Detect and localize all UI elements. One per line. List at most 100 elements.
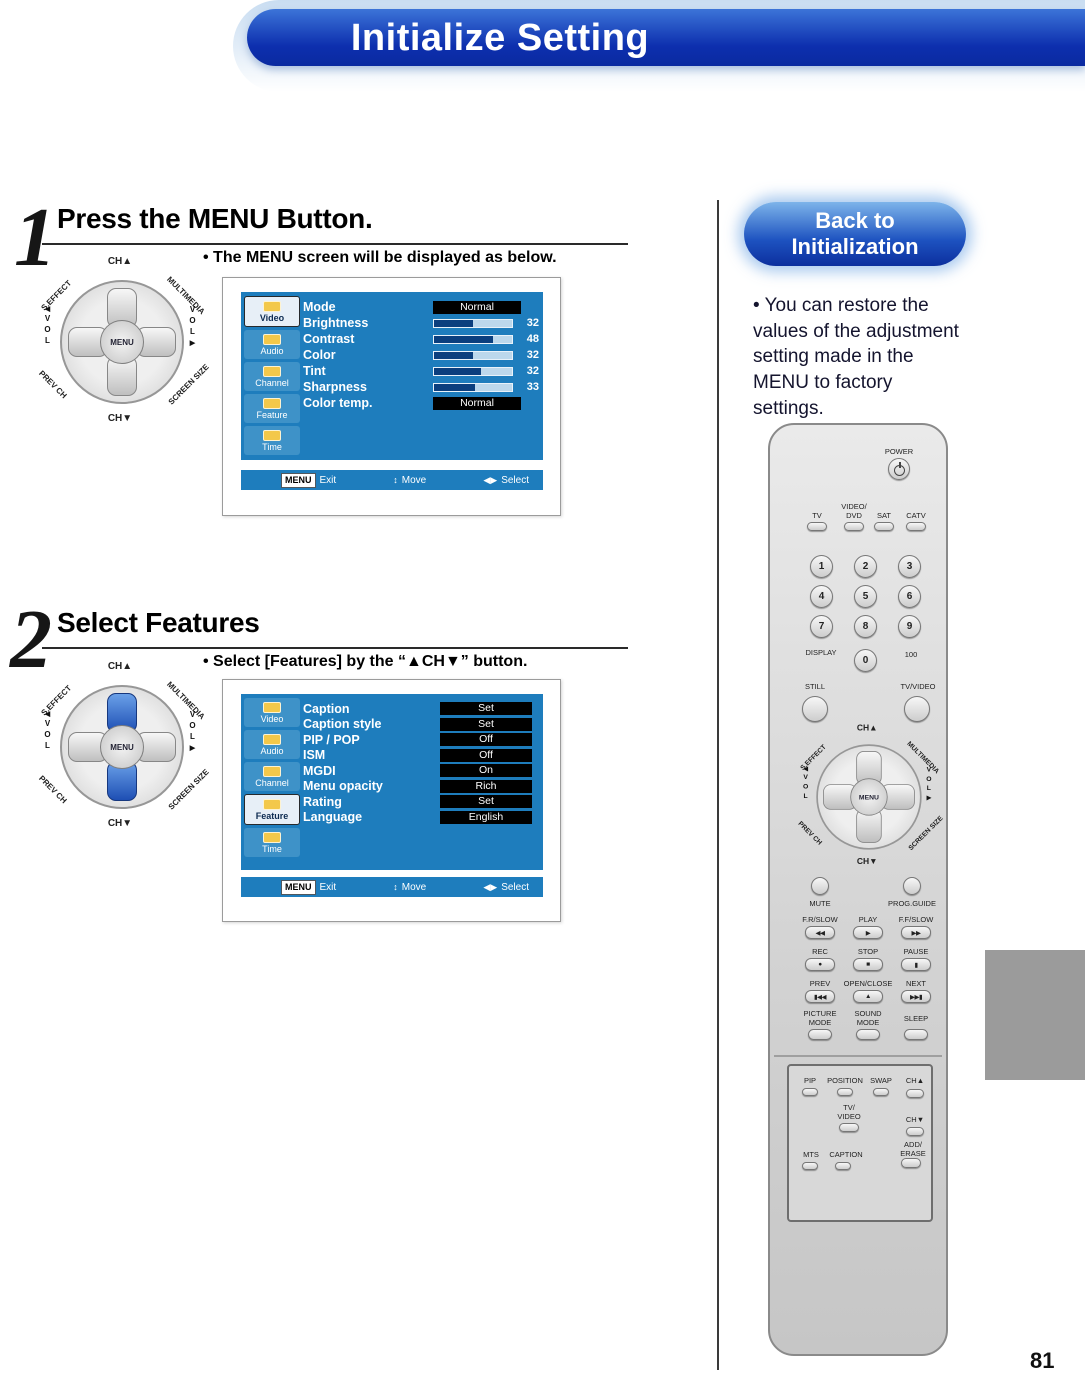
slider-fill (434, 351, 473, 359)
digit-5-button: 5 (854, 585, 877, 608)
dpad-illustration-1: CH▲ S.EFFECT MULTIMEDIA ◀VOL VOL▶ PREV C… (35, 255, 210, 425)
move-label: Move (401, 881, 427, 893)
prev-button: ▮◀◀ (805, 990, 835, 1003)
vol-right-label: VOL▶ (188, 710, 197, 752)
hundred-label: 100 (904, 650, 918, 659)
value-badge: Set (440, 702, 532, 716)
osd-sidebar: Video Audio Channel Feature Time (244, 296, 300, 458)
remote-seam (774, 1055, 942, 1057)
menu-row-sharpness: Sharpness 33 (303, 380, 539, 394)
vol-right-arrow-icon: ▶ (926, 795, 932, 802)
value-badge: Set (440, 795, 532, 809)
sidebar-item-channel: Channel (244, 762, 300, 791)
dpad-ring: MENU (816, 744, 922, 850)
picture-mode-button (808, 1029, 832, 1040)
move-icon: ↕ (393, 475, 398, 485)
sleep-button (904, 1029, 928, 1040)
back-to-initialization-badge: Back to Initialization (744, 202, 966, 266)
slider-track (433, 382, 513, 392)
play-label: PLAY (858, 915, 878, 924)
sidebar-item-feature: Feature (244, 794, 300, 825)
step2-rule (42, 647, 628, 649)
sound-mode-label: SOUND MODE (854, 1009, 882, 1027)
fr-slow-label: F.R/SLOW (802, 915, 838, 924)
open-close-label: OPEN/CLOSE (843, 979, 893, 988)
ch-down-label: CH▼ (856, 857, 878, 867)
still-button (802, 696, 828, 722)
vol-right-arrow-icon: ▶ (189, 340, 196, 347)
next-label: NEXT (905, 979, 926, 988)
power-button (888, 458, 910, 480)
select-label: Select (501, 881, 529, 893)
tv-video-label: TV/ VIDEO (837, 1103, 861, 1121)
video-dvd-label: VIDEO/ DVD (841, 502, 867, 520)
menu-row-color-temp: Color temp. Normal (303, 395, 539, 411)
prog-guide-button (903, 877, 921, 895)
sleep-label: SLEEP (903, 1014, 929, 1023)
remote-lower-panel: PIP POSITION SWAP CH▲ TV/ VIDEO CH▼ MTS … (787, 1064, 933, 1222)
vol-left-arrow-icon: ◀ (803, 766, 808, 773)
rewind-button: ◀◀ (805, 926, 835, 939)
osd-screen-feature: Video Audio Channel Feature Time Caption… (222, 679, 561, 922)
slider-track (433, 350, 513, 360)
exit-label: Exit (319, 881, 337, 893)
value-badge: English (440, 810, 532, 824)
ch-up-label: CH▲ (905, 1076, 925, 1085)
dpad-ring: MENU (60, 280, 184, 404)
slider-fill (434, 319, 473, 327)
value-badge: Normal (433, 396, 521, 410)
step-number-2: 2 (10, 593, 52, 686)
digit-9-button: 9 (898, 615, 921, 638)
tv-video-button (839, 1123, 859, 1132)
column-divider (717, 200, 719, 1370)
speaker-icon (263, 733, 281, 745)
select-icon: ◀▶ (483, 474, 498, 485)
sidebar-item-feature: Feature (244, 394, 300, 423)
sat-label: SAT (876, 511, 892, 520)
slider-fill (434, 383, 475, 391)
digit-7-button: 7 (810, 615, 833, 638)
ch-down-label: CH▼ (905, 1115, 925, 1124)
fast-forward-button: ▶▶ (901, 926, 931, 939)
ch-down-label: CH▼ (107, 413, 133, 424)
value-badge: On (440, 764, 532, 778)
add-erase-button (901, 1158, 921, 1168)
tv-video-label: TV/VIDEO (900, 682, 936, 691)
osd-screen-video: Video Audio Channel Feature Time Mode No… (222, 277, 561, 516)
ch-up-button (906, 1089, 924, 1098)
page-title: Initialize Setting (350, 17, 650, 59)
digit-0-button: 0 (854, 649, 877, 672)
value-badge: Normal (433, 300, 521, 314)
sidebar-item-audio: Audio (244, 730, 300, 759)
move-label: Move (401, 474, 427, 486)
menu-button: MENU (100, 725, 144, 769)
stop-button: ■ (853, 958, 883, 971)
step1-heading: Press the MENU Button. (57, 203, 373, 234)
sidebar-item-time: Time (244, 426, 300, 455)
step2-heading: Select Features (57, 607, 260, 638)
menu-button: MENU (100, 320, 144, 364)
back-to-initialization-note: • You can restore the values of the adju… (753, 295, 959, 419)
menu-row-color: Color 32 (303, 348, 539, 362)
tools-icon (263, 397, 281, 409)
prev-ch-label: PREV CH (37, 368, 69, 401)
dpad-illustration-2: CH▲ S.EFFECT MULTIMEDIA ◀VOL VOL▶ PREV C… (35, 660, 210, 830)
ch-up-label: CH▲ (107, 256, 133, 267)
menu-row-tint: Tint 32 (303, 364, 539, 378)
page-edge-tab (985, 950, 1085, 1080)
pip-button (802, 1088, 818, 1096)
sidebar-item-video: Video (244, 296, 300, 327)
still-label: STILL (804, 682, 825, 691)
mute-button (811, 877, 829, 895)
antenna-icon (263, 765, 281, 777)
menu-row-mode: Mode Normal (303, 299, 539, 315)
slider-track (433, 318, 513, 328)
title-banner (247, 9, 1085, 66)
caption-button (835, 1162, 851, 1170)
